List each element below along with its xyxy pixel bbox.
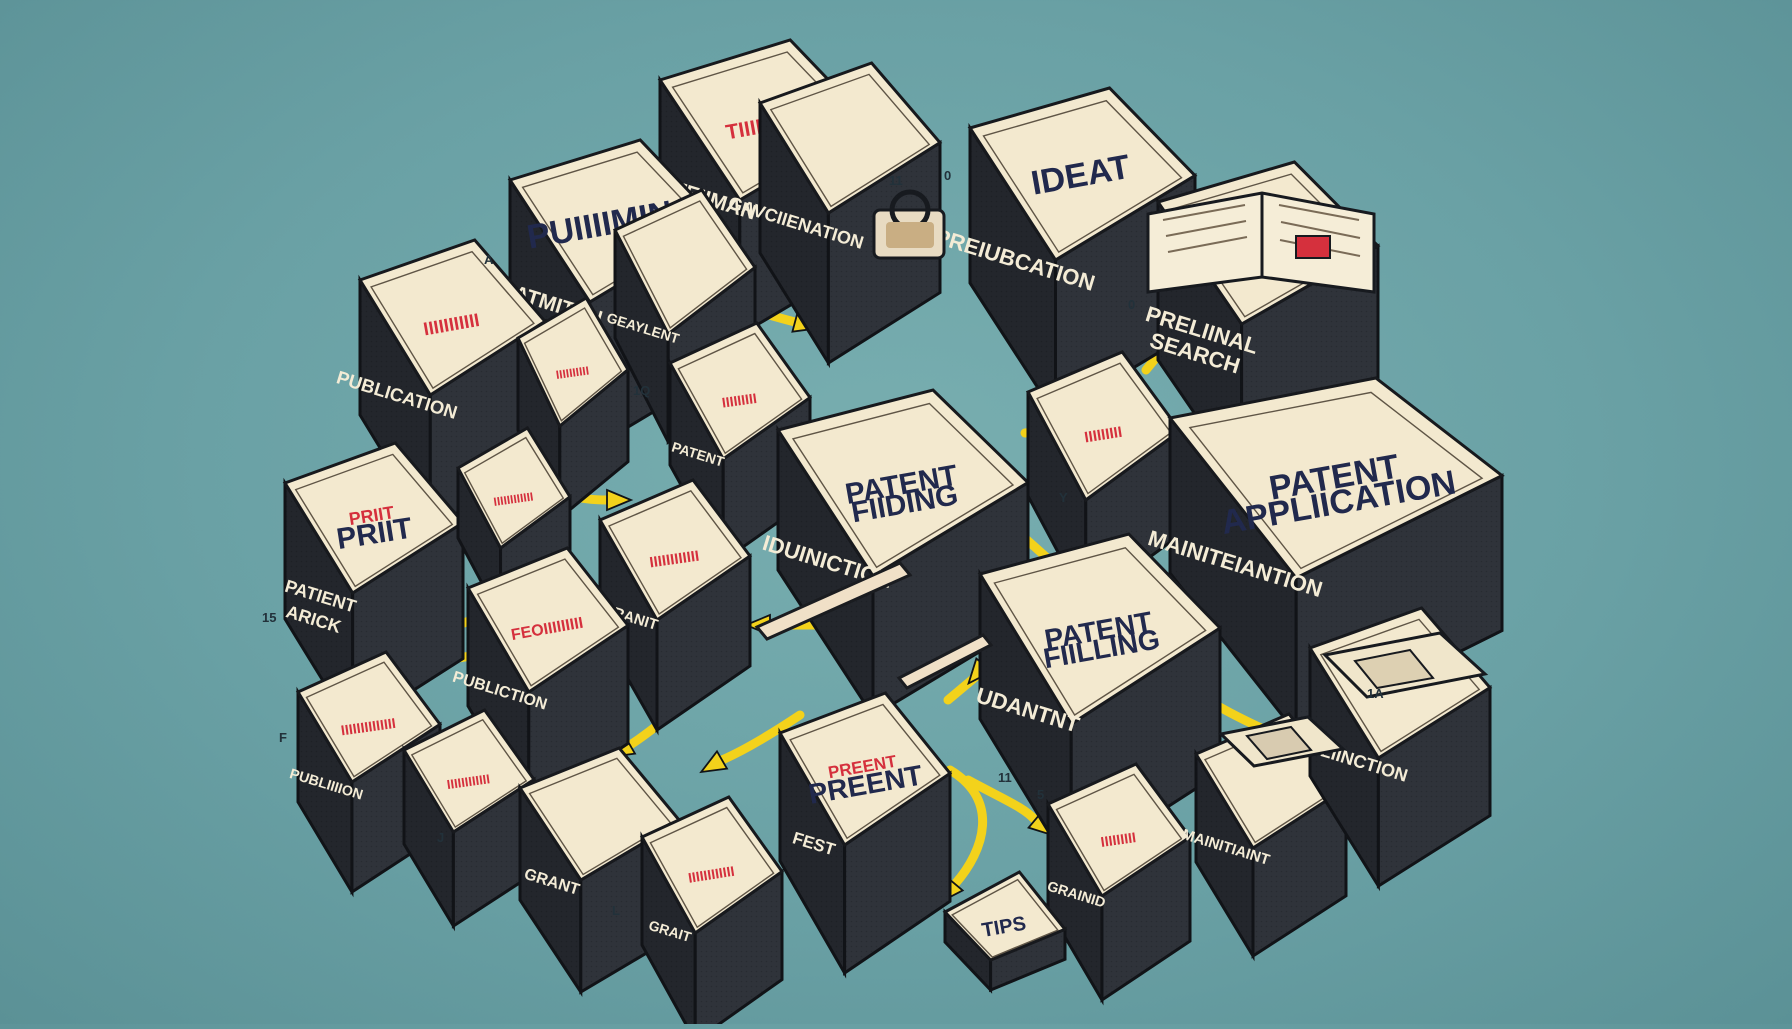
note-15: 15	[262, 610, 276, 625]
note-1a: 1A	[1367, 686, 1384, 701]
box-n20: PREENTPREENTFEST	[780, 693, 950, 973]
note-11-bottom: 11	[998, 770, 1012, 785]
note-0-top: 0	[944, 168, 951, 183]
note-1q: 1Q	[633, 383, 650, 398]
note-11-top: 11	[889, 173, 903, 188]
note-l: L	[612, 903, 620, 918]
note-a: A	[484, 252, 494, 267]
note-0-right: 0	[1128, 297, 1135, 312]
box-n22: IIIIIIIIIIIIGRAIT	[642, 797, 782, 1024]
note-j: J	[437, 830, 444, 845]
note-f: F	[279, 730, 287, 745]
note-y: Y	[1059, 490, 1068, 505]
note-5: 5	[1037, 787, 1044, 802]
open-book-illustration	[1148, 193, 1374, 292]
